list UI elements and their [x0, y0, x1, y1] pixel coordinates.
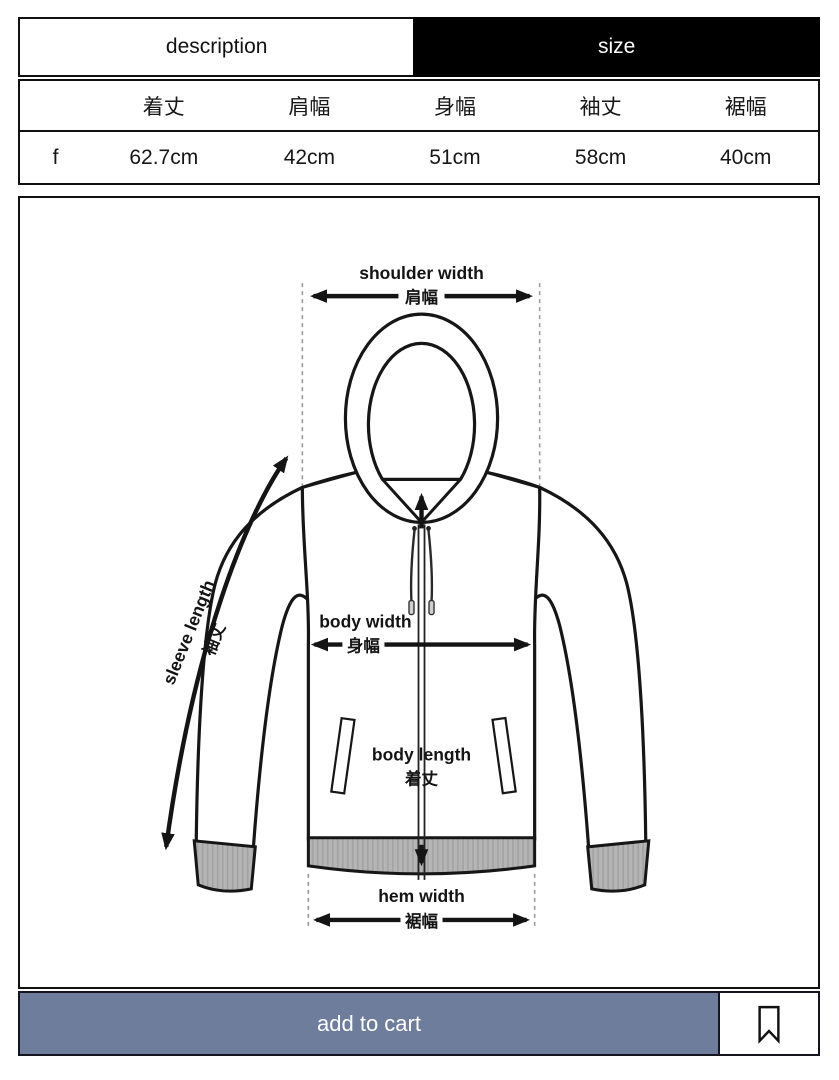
col-header-sleeve-length: 袖丈: [527, 80, 674, 132]
hem-width-measure: hem width 裾幅: [312, 886, 531, 931]
value-hem-width: 40cm: [720, 145, 772, 169]
hoodie-body: [300, 470, 542, 876]
body-length-measure: body length 着丈: [372, 492, 471, 867]
tab-bar: description size: [18, 17, 820, 77]
right-pocket: [491, 716, 517, 795]
col-header-hem-width: 裾幅: [673, 80, 819, 132]
right-cuff: [586, 839, 651, 893]
body-width-measure: body width 身幅: [310, 612, 532, 656]
col-header-shoulder-width: 肩幅: [236, 80, 383, 132]
shoulder-width-measure: shoulder width 肩幅: [309, 263, 534, 307]
left-cuff: [192, 839, 257, 893]
footer-action-bar: add to cart: [18, 991, 820, 1056]
size-table: 着丈 肩幅 身幅 袖丈 裾幅 f 62.7cm 42cm 51cm 58cm 4…: [18, 79, 820, 185]
svg-text:着丈: 着丈: [404, 769, 439, 789]
bookmark-button[interactable]: [718, 993, 818, 1054]
col-header-body-length: 着丈: [91, 80, 237, 132]
drawstrings: [408, 526, 435, 616]
svg-text:shoulder width: shoulder width: [359, 263, 484, 283]
hoodie-hood: [300, 312, 542, 525]
measurement-diagram: shoulder width 肩幅 sleeve length 袖丈 body …: [18, 196, 820, 989]
hoodie-diagram-svg: shoulder width 肩幅 sleeve length 袖丈 body …: [159, 263, 651, 931]
tab-size[interactable]: size: [413, 17, 820, 77]
value-body-width: 51cm: [429, 145, 481, 169]
size-table-row-f: f 62.7cm 42cm 51cm 58cm 40cm: [19, 131, 819, 184]
col-header-blank: [19, 80, 91, 132]
value-shoulder-width: 42cm: [283, 145, 336, 169]
size-table-header-row: 着丈 肩幅 身幅 袖丈 裾幅: [19, 80, 819, 132]
col-header-body-width: 身幅: [382, 80, 528, 132]
tab-description[interactable]: description: [18, 17, 414, 77]
value-body-length: 62.7cm: [129, 145, 199, 169]
svg-text:肩幅: 肩幅: [405, 287, 439, 307]
svg-text:hem width: hem width: [378, 886, 465, 906]
svg-text:身幅: 身幅: [347, 636, 381, 656]
add-to-cart-button[interactable]: add to cart: [20, 993, 718, 1054]
value-sleeve-length: 58cm: [574, 145, 627, 169]
svg-text:裾幅: 裾幅: [405, 911, 439, 931]
svg-text:body width: body width: [319, 612, 411, 632]
product-size-page: description size 着丈 肩幅 身幅 袖丈 裾幅 f 62.7cm…: [18, 17, 820, 1056]
left-pocket: [330, 716, 356, 795]
zipper: [417, 524, 426, 880]
svg-text:body length: body length: [372, 745, 471, 765]
guide-lines: [301, 283, 541, 926]
size-label: f: [52, 145, 59, 169]
bookmark-icon: [758, 1005, 780, 1044]
